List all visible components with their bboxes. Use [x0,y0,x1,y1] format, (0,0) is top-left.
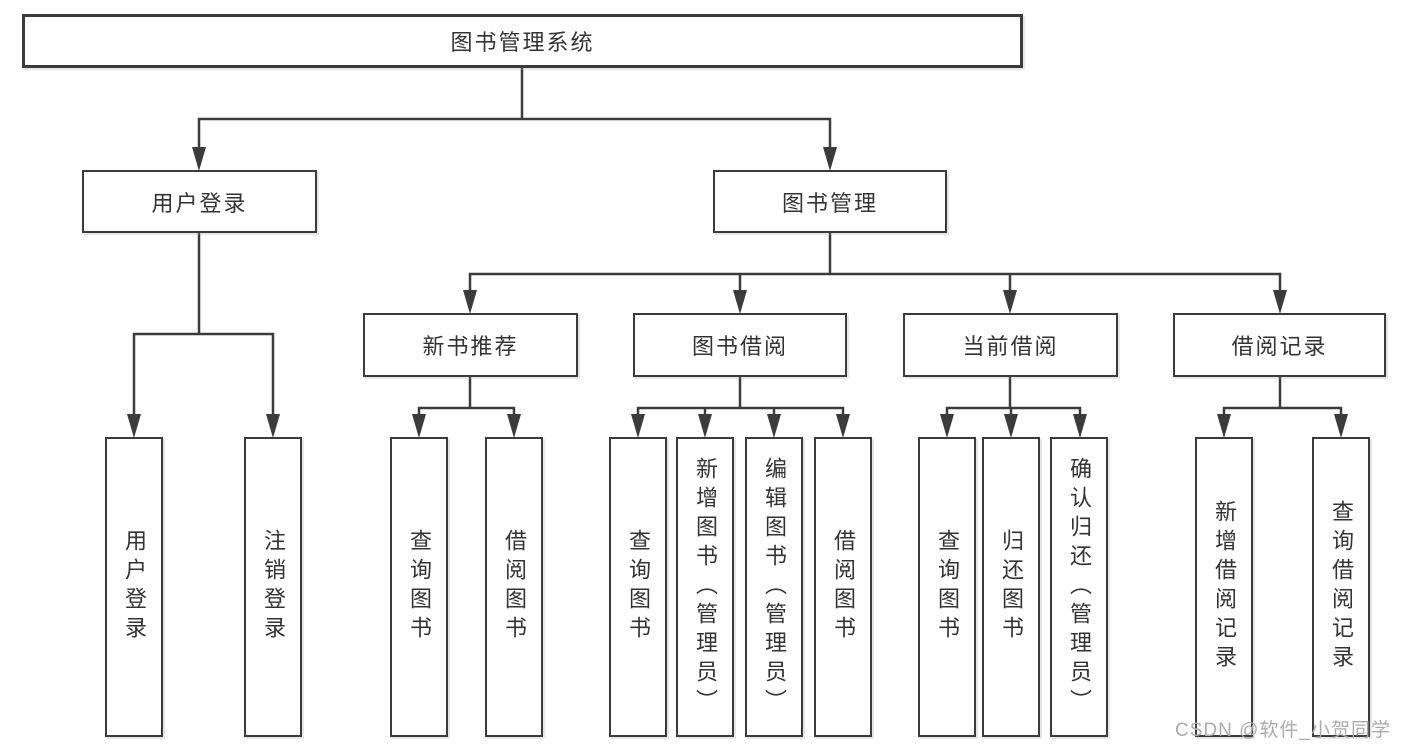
node-library-management-system: 图书管理系统 [22,14,1023,68]
leaf-return-book: 归还图书 [982,437,1040,737]
leaf-edit-book-admin: 编辑图书（管理员） [745,437,803,737]
leaf-add-book-admin: 新增图书（管理员） [676,437,734,737]
node-label: 新增图书（管理员） [693,456,718,718]
arrowhead [127,414,141,438]
arrowhead [836,414,850,438]
node-label: 用户登录 [122,529,147,645]
arrowhead [1004,414,1018,438]
node-borrow-records: 借阅记录 [1173,313,1386,377]
node-label: 借阅记录 [1231,334,1328,359]
leaf-borrow-book: 借阅图书 [814,437,872,737]
node-label: 归还图书 [999,529,1024,645]
node-label: 图书管理 [781,190,878,216]
leaf-query-book-recommend: 查询图书 [390,437,448,737]
connector-root-level2 [197,68,832,149]
node-new-book-recommend: 新书推荐 [363,313,578,377]
arrowhead [823,147,837,171]
node-current-borrow: 当前借阅 [903,313,1118,377]
node-label: 编辑图书（管理员） [762,456,787,718]
leaf-query-book-borrow: 查询图书 [609,437,667,737]
node-book-borrow: 图书借阅 [633,313,847,377]
node-label: 当前借阅 [962,334,1059,359]
arrowheads [127,147,1348,438]
node-label: 确认归还（管理员） [1067,456,1092,718]
arrowhead [940,414,954,438]
connector-borrow-leaves [636,377,845,417]
leaf-confirm-return-admin: 确认归还（管理员） [1050,437,1108,737]
arrowhead [266,414,280,438]
arrowhead [1217,414,1231,438]
node-label: 新增借阅记录 [1212,500,1237,674]
connector-bookmgmt-level3 [468,233,1282,292]
arrowhead [1273,290,1287,314]
node-label: 查询图书 [935,529,960,645]
arrowhead [631,414,645,438]
leaf-query-book-current: 查询图书 [918,437,976,737]
arrowhead [733,290,747,314]
arrowhead [412,414,426,438]
connector-newbook-leaves [417,377,516,417]
arrowhead [767,414,781,438]
node-label: 查询借阅记录 [1329,500,1354,674]
connector-records-leaves [1222,377,1343,417]
node-label: 注销登录 [261,529,286,645]
leaf-logout-login: 注销登录 [244,437,302,737]
node-label: 图书借阅 [691,334,788,359]
arrowhead [1003,290,1017,314]
leaf-add-borrow-record: 新增借阅记录 [1195,437,1253,737]
connector-paths [132,68,1343,417]
leaf-user-login: 用户登录 [105,437,163,737]
arrowhead [1073,414,1087,438]
arrowhead [507,414,521,438]
node-label: 查询图书 [626,529,651,645]
arrowhead [463,290,477,314]
node-book-management: 图书管理 [713,170,947,233]
node-label: 借阅图书 [831,529,856,645]
arrowhead [698,414,712,438]
connector-current-leaves [945,377,1082,417]
node-label: 新书推荐 [422,334,519,359]
arrowhead [1334,414,1348,438]
node-user-login: 用户登录 [82,170,317,233]
leaf-borrow-book-recommend: 借阅图书 [485,437,543,737]
node-label: 查询图书 [407,529,432,645]
leaf-query-borrow-record: 查询借阅记录 [1312,437,1370,737]
arrowhead [192,147,206,171]
node-label: 用户登录 [151,190,248,216]
node-label: 借阅图书 [502,529,527,645]
csdn-watermark: CSDN @软件_小贺同学 [1175,720,1391,741]
connector-userlogin-leaves [132,233,275,416]
node-label: 图书管理系统 [450,30,595,55]
